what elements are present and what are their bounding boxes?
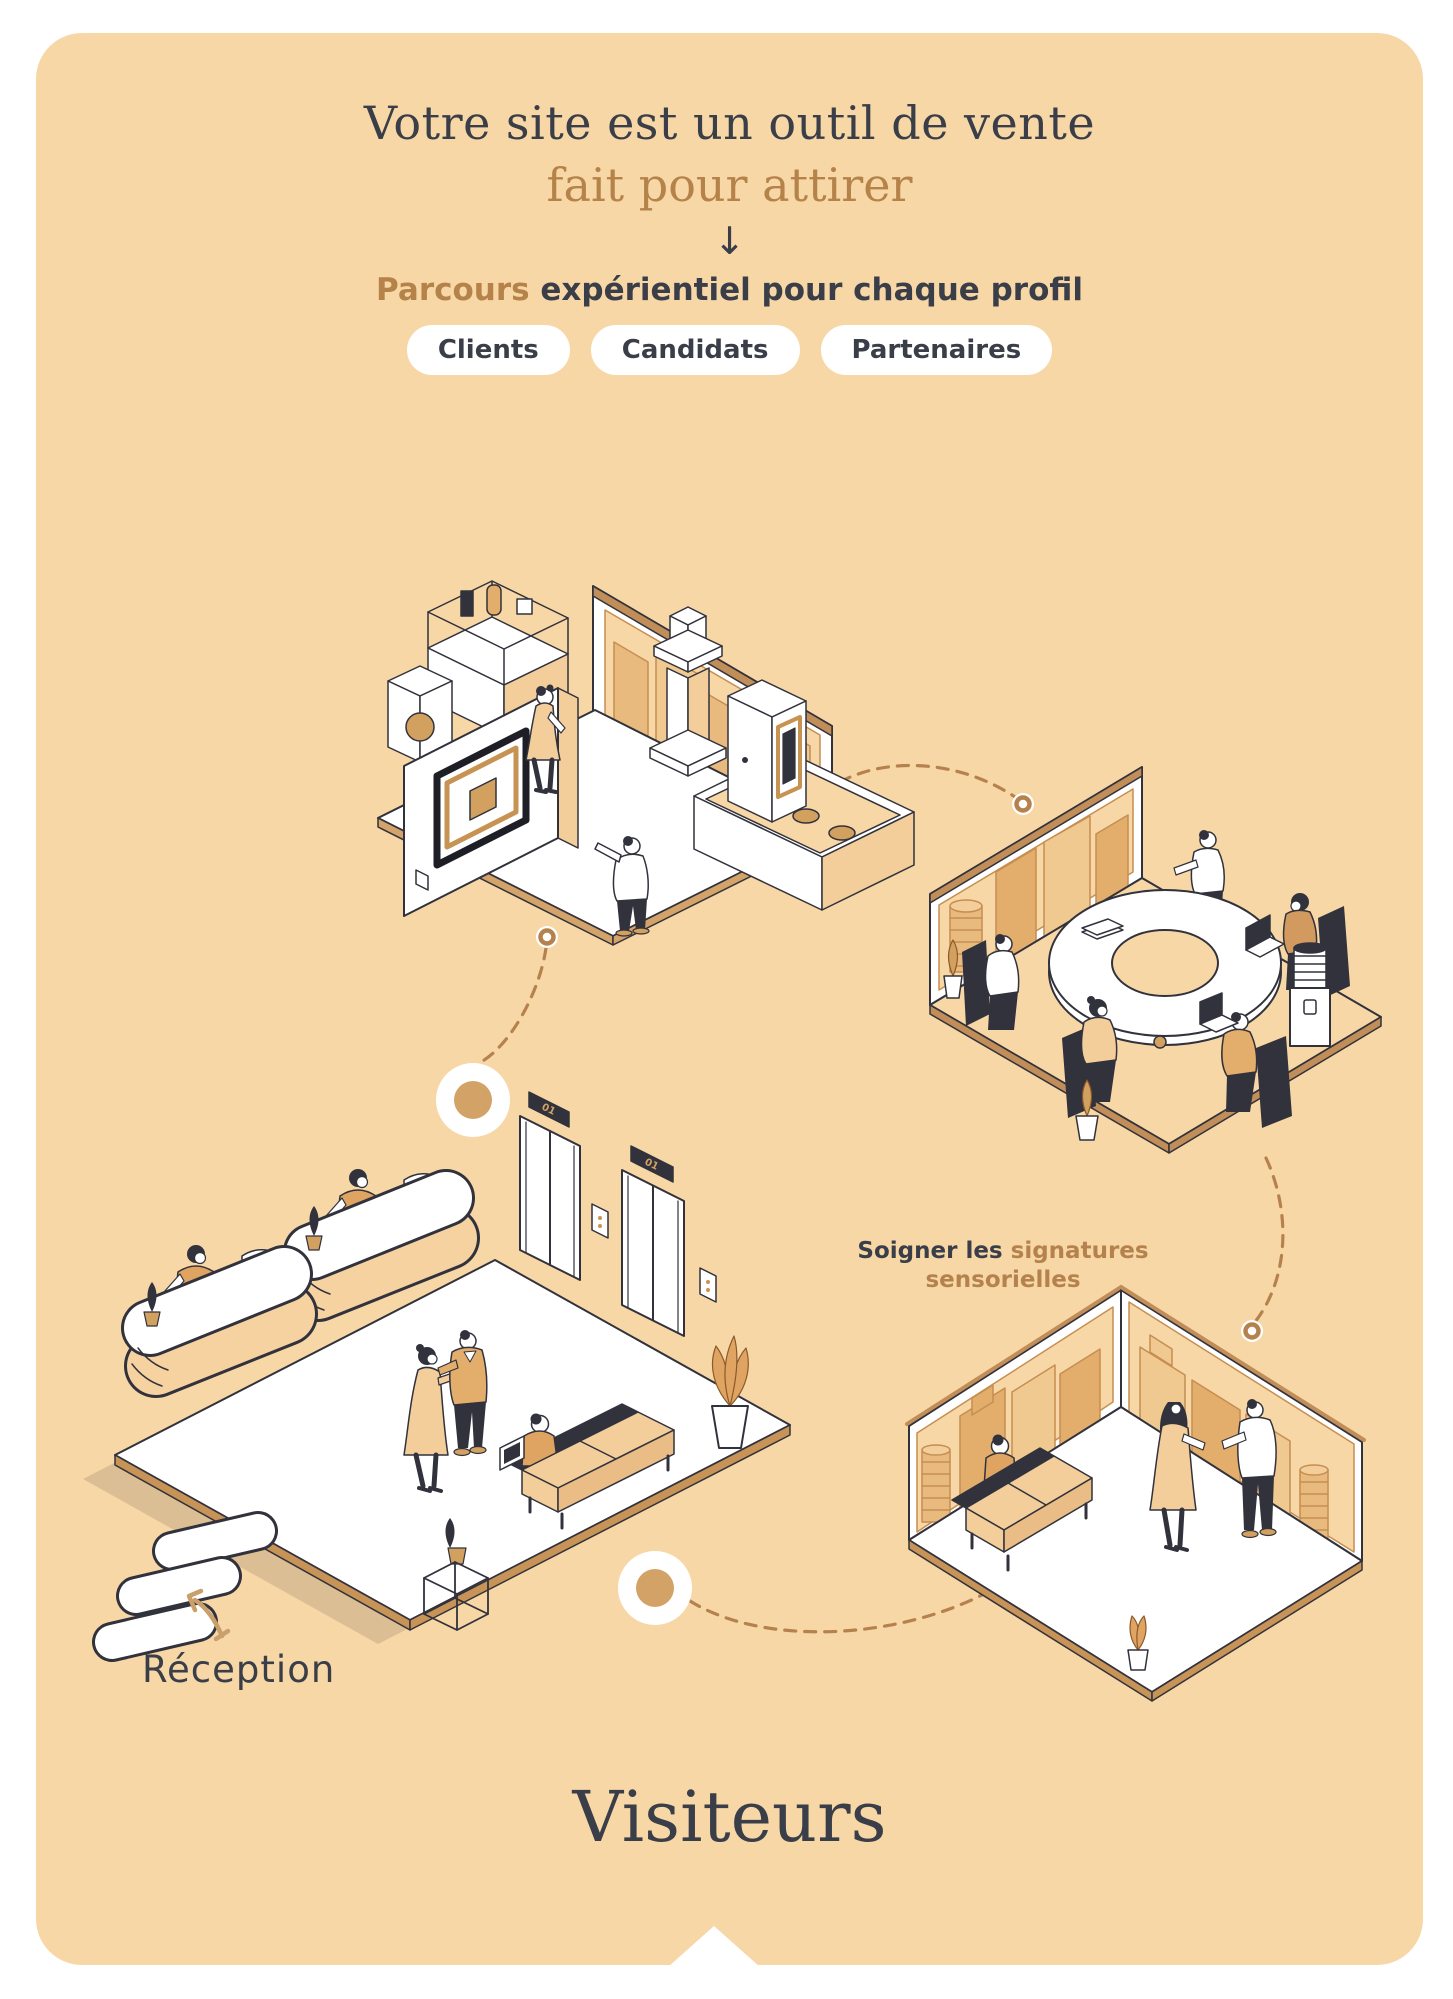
connector-paths — [479, 763, 1285, 1634]
scene-library — [905, 1285, 1366, 1702]
sensory-note-dark: Soigner les — [857, 1238, 1003, 1264]
profile-pills: Clients Candidats Partenaires — [36, 325, 1423, 375]
waypoint-nodes — [436, 793, 1263, 1625]
subtitle-accent: Parcours — [376, 272, 530, 308]
person-man-lobby — [437, 1330, 488, 1457]
person-man-showroom — [594, 836, 650, 937]
potted-plant-large — [711, 1335, 749, 1449]
connector-meeting-library — [1253, 1156, 1285, 1324]
receptionist-desk-2 — [121, 1245, 318, 1398]
scene-reception: 01 01 — [83, 1091, 791, 1662]
person-woman-showroom — [525, 684, 566, 794]
subtitle-rest: expérientiel pour chaque profil — [540, 272, 1083, 308]
water-cooler — [1289, 942, 1331, 1047]
reception-arrow-icon — [186, 1588, 231, 1642]
waypoint-node-large — [436, 1063, 510, 1137]
pill-candidats[interactable]: Candidats — [590, 325, 800, 375]
waypoint-node-large — [618, 1551, 692, 1625]
waypoint-node-small — [536, 926, 558, 948]
connector-reception-library — [688, 1592, 986, 1634]
sensory-note-accent1: signatures — [1010, 1238, 1149, 1264]
card-bottom-notch — [668, 1926, 760, 1967]
person-woman-lobby — [403, 1344, 463, 1493]
person-man-library — [1221, 1399, 1277, 1539]
connector-showroom-meeting — [838, 763, 1020, 801]
reception-label: Réception — [142, 1648, 336, 1691]
coffee-table-cube — [423, 1518, 489, 1631]
subtitle: Parcours expérientiel pour chaque profil — [36, 272, 1423, 308]
header: Votre site est un outil de vente fait po… — [36, 0, 1423, 375]
waypoint-node-small — [1012, 793, 1034, 815]
elevator-floor-indicator: 01 — [643, 1157, 660, 1173]
scene-meeting-room — [929, 766, 1382, 1154]
elevator-doors: 01 01 — [519, 1091, 717, 1337]
sensory-note: Soigner les signatures sensorielles — [830, 1237, 1176, 1295]
person-woman-library — [1149, 1402, 1206, 1552]
sofa-lobby — [499, 1403, 675, 1530]
elevator-floor-indicator: 01 — [540, 1102, 557, 1118]
visitors-title: Visiteurs — [572, 1776, 887, 1858]
main-title-line1: Votre site est un outil de vente — [363, 96, 1096, 150]
down-arrow-icon: ↓ — [713, 219, 746, 263]
pill-clients[interactable]: Clients — [406, 325, 570, 375]
person-man-left — [962, 934, 1020, 1030]
receptionist-desk-1 — [283, 1169, 480, 1322]
sensory-note-accent2: sensorielles — [925, 1267, 1081, 1293]
connector-showroom-reception — [479, 946, 548, 1064]
main-title-line2: fait pour attirer — [546, 158, 913, 212]
stepping-stones — [92, 1511, 278, 1662]
waypoint-node-small — [1241, 1320, 1263, 1342]
potted-plant-small — [1127, 1615, 1149, 1671]
person-man-front-right — [1221, 1012, 1292, 1128]
sofa-library — [951, 1434, 1093, 1572]
scene-showroom — [377, 580, 915, 946]
pill-partenaires[interactable]: Partenaires — [820, 325, 1053, 375]
